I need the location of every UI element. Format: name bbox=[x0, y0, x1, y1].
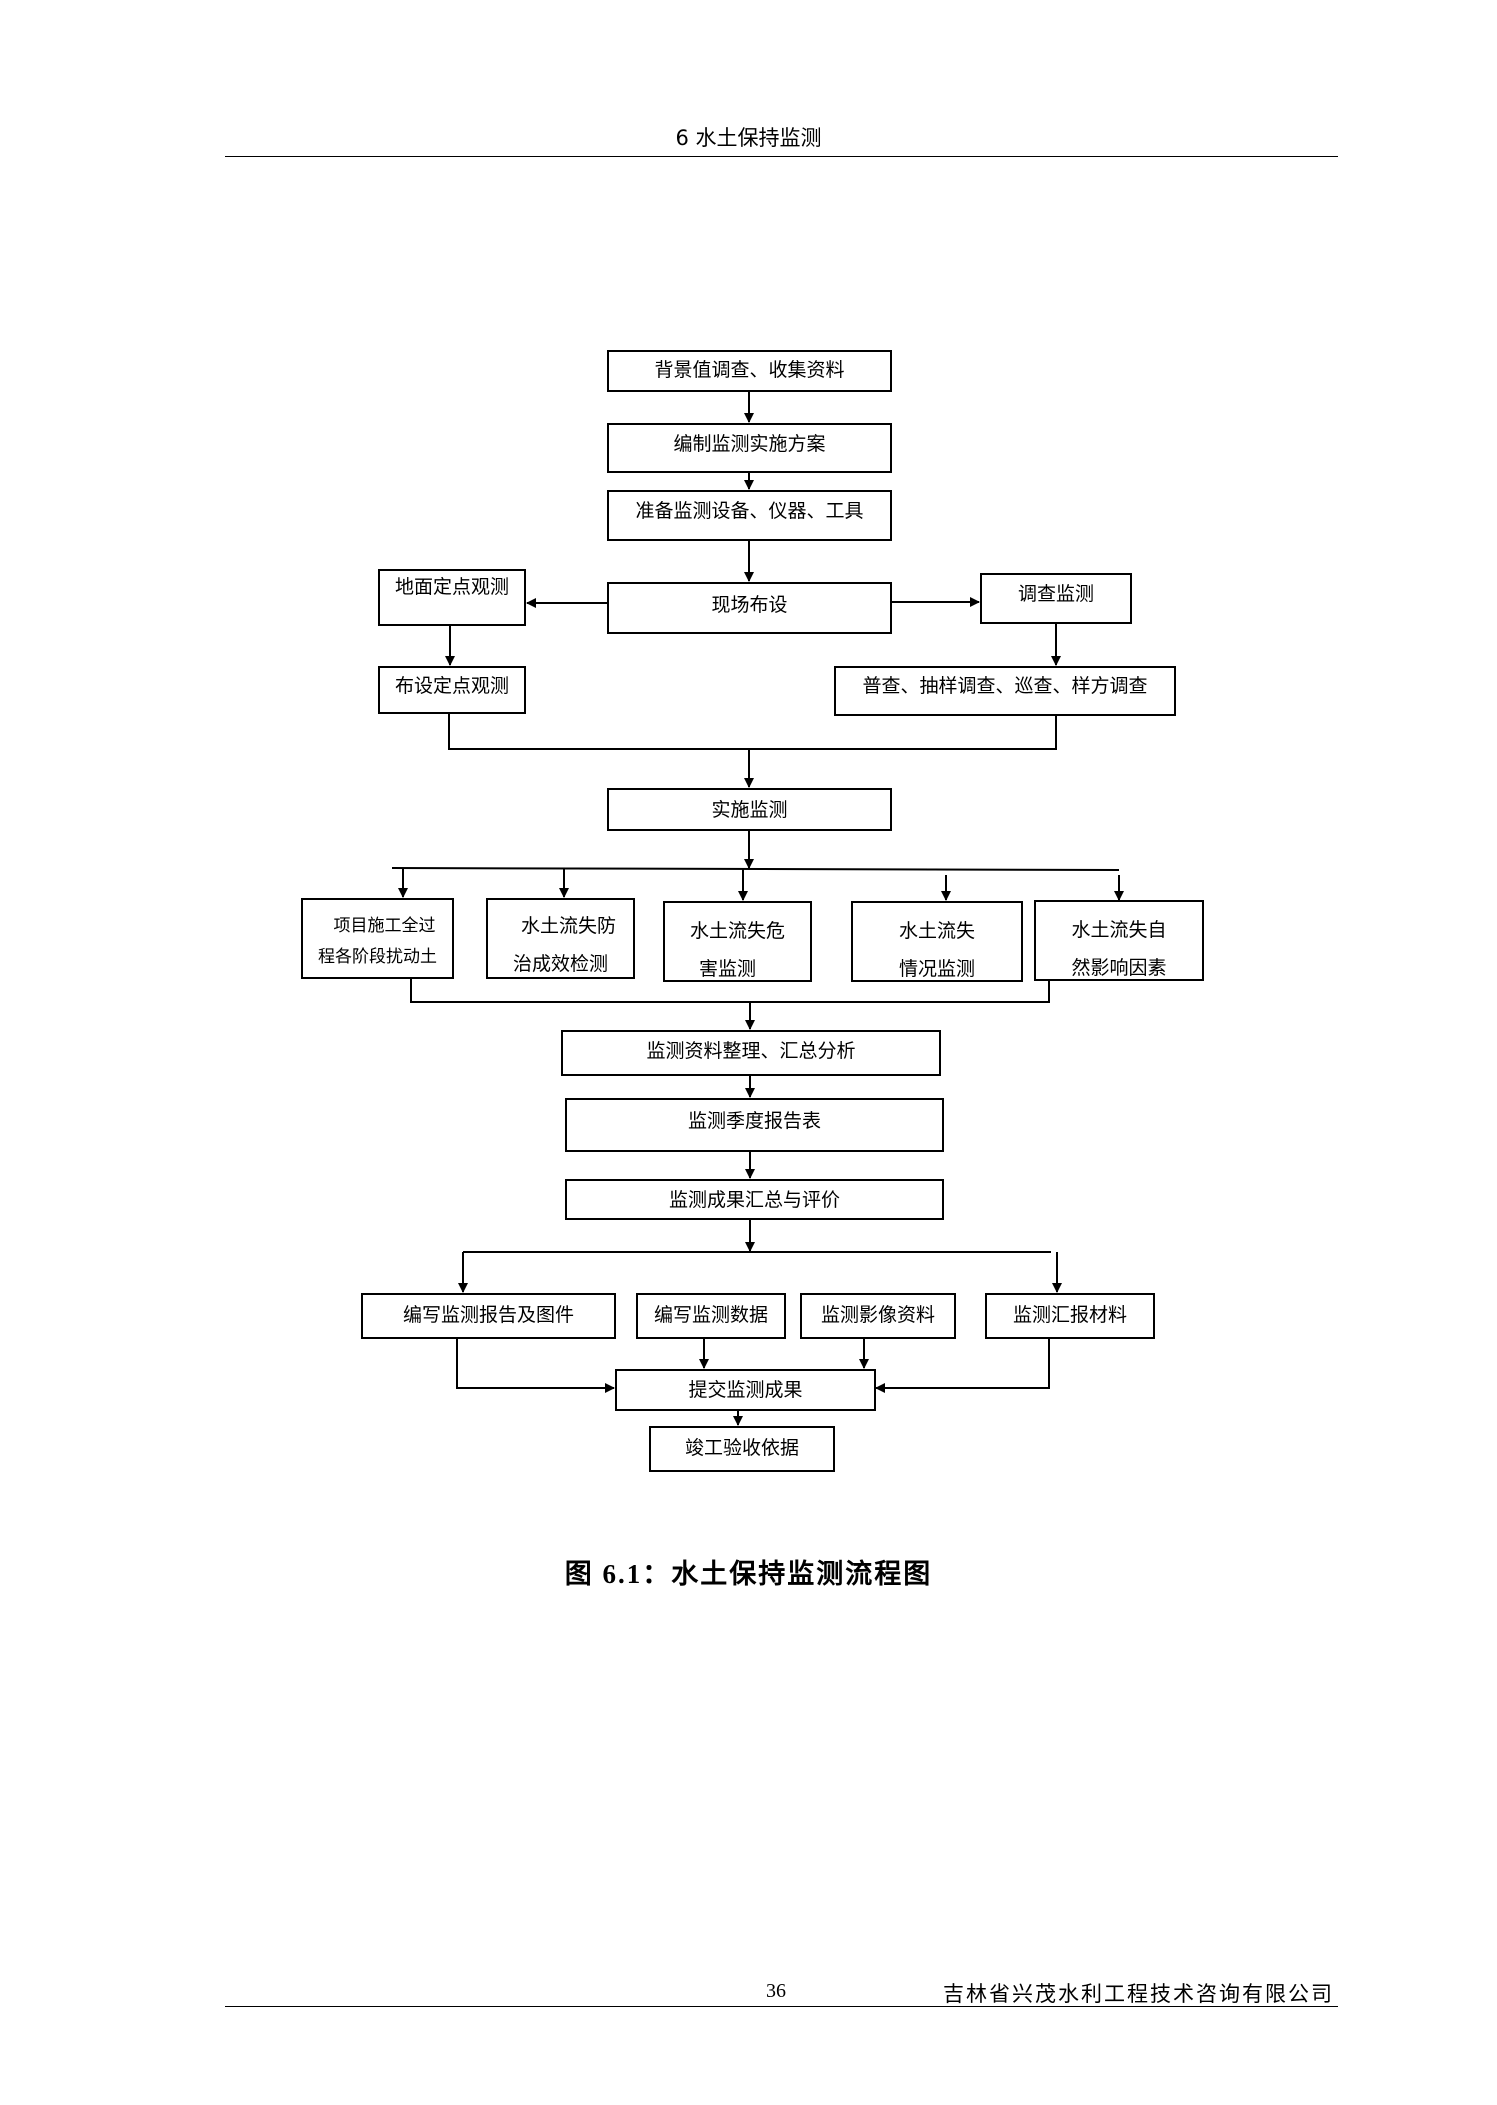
figure-caption: 图 6.1：水土保持监测流程图 bbox=[564, 1559, 933, 1589]
branch-label: 程各阶段扰动土 bbox=[318, 947, 437, 966]
step-data-analysis: 监测资料整理、汇总分析 bbox=[561, 1030, 941, 1076]
branch-natural-factors: 水土流失自然影响因素 bbox=[1034, 900, 1204, 981]
merge-line bbox=[448, 713, 1057, 750]
footer-rule bbox=[225, 2006, 1338, 2007]
output-briefing: 监测汇报材料 bbox=[985, 1293, 1155, 1339]
step-label: 调查监测 bbox=[1017, 584, 1094, 605]
branch-label: 水土流失自 bbox=[1071, 920, 1167, 941]
step-label: 背景值调查、收集资料 bbox=[654, 360, 845, 381]
branch-label: 害监测 bbox=[698, 959, 756, 980]
step-background-survey: 背景值调查、收集资料 bbox=[607, 350, 892, 392]
branch-label: 然影响因素 bbox=[1071, 958, 1167, 979]
branch-label: 情况监测 bbox=[898, 959, 975, 980]
output-report: 编写监测报告及图件 bbox=[361, 1293, 616, 1339]
step-label: 监测成果汇总与评价 bbox=[668, 1190, 840, 1211]
step-label: 提交监测成果 bbox=[688, 1380, 803, 1401]
branch-label: 水土流失 bbox=[898, 921, 975, 942]
branch-line bbox=[391, 867, 1120, 871]
branch-label: 水土流失防 bbox=[520, 916, 616, 937]
branch-erosion-status: 水土流失情况监测 bbox=[851, 901, 1023, 982]
step-label: 现场布设 bbox=[711, 595, 788, 616]
step-survey-methods: 普查、抽样调查、巡查、样方调查 bbox=[834, 666, 1176, 716]
merge-line bbox=[410, 978, 1050, 1003]
step-label: 监测资料整理、汇总分析 bbox=[646, 1041, 856, 1062]
step-label: 普查、抽样调查、巡查、样方调查 bbox=[862, 676, 1148, 697]
branch-label: 治成效检测 bbox=[512, 954, 608, 975]
output-label: 监测影像资料 bbox=[820, 1305, 935, 1326]
step-set-fixed-obs: 布设定点观测 bbox=[378, 666, 526, 714]
step-label: 地面定点观测 bbox=[394, 577, 509, 598]
output-label: 编写监测报告及图件 bbox=[402, 1305, 574, 1326]
step-label: 布设定点观测 bbox=[394, 676, 509, 697]
step-quarterly-report: 监测季度报告表 bbox=[565, 1098, 944, 1152]
step-site-layout: 现场布设 bbox=[607, 582, 892, 634]
output-data: 编写监测数据 bbox=[636, 1293, 786, 1339]
branch-label: 水土流失危 bbox=[689, 921, 785, 942]
step-survey-monitoring: 调查监测 bbox=[980, 573, 1132, 624]
step-results-evaluation: 监测成果汇总与评价 bbox=[565, 1179, 944, 1220]
running-header: 6 水土保持监测 bbox=[675, 126, 822, 150]
step-label: 竣工验收依据 bbox=[684, 1438, 799, 1459]
branch-control-effect: 水土流失防治成效检测 bbox=[486, 898, 635, 979]
branch-hazard: 水土流失危害监测 bbox=[663, 901, 812, 982]
step-label: 编制监测实施方案 bbox=[673, 434, 826, 455]
step-prepare-plan: 编制监测实施方案 bbox=[607, 423, 892, 473]
step-label: 监测季度报告表 bbox=[687, 1111, 821, 1132]
branch-disturbance: 项目施工全过程各阶段扰动土 bbox=[301, 898, 454, 979]
step-acceptance-basis: 竣工验收依据 bbox=[649, 1426, 835, 1472]
step-submit-results: 提交监测成果 bbox=[615, 1369, 876, 1411]
step-prepare-equipment: 准备监测设备、仪器、工具 bbox=[607, 490, 892, 541]
step-label: 实施监测 bbox=[711, 800, 788, 821]
page-number: 36 bbox=[766, 1980, 786, 2002]
header-rule bbox=[225, 156, 1338, 157]
output-label: 编写监测数据 bbox=[653, 1305, 768, 1326]
output-label: 监测汇报材料 bbox=[1012, 1305, 1127, 1326]
step-implement-monitoring: 实施监测 bbox=[607, 788, 892, 831]
step-ground-fixed-obs: 地面定点观测 bbox=[378, 569, 526, 626]
branch-label: 项目施工全过 bbox=[333, 916, 436, 935]
output-images: 监测影像资料 bbox=[800, 1293, 956, 1339]
company-name: 吉林省兴茂水利工程技术咨询有限公司 bbox=[943, 1982, 1334, 2006]
step-label: 准备监测设备、仪器、工具 bbox=[635, 501, 864, 522]
